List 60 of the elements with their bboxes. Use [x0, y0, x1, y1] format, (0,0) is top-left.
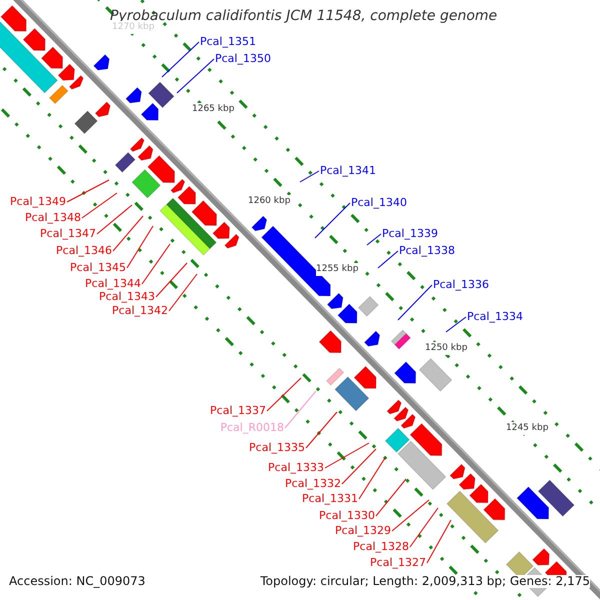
leader-line	[358, 458, 386, 500]
leader-line	[156, 262, 188, 298]
gene-label: Pcal_1329	[335, 524, 391, 537]
leader-line	[96, 204, 132, 234]
leader-line	[366, 234, 382, 246]
leader-line	[446, 316, 466, 332]
leader-line	[398, 284, 432, 320]
scale-label: 1250 kbp	[425, 342, 468, 355]
leader-line	[376, 478, 406, 516]
gene-label: Pcal_1342	[112, 304, 168, 317]
gene-label: Pcal_1348	[25, 211, 81, 224]
leader-line	[176, 58, 214, 94]
gene-label: Pcal_1351	[200, 35, 256, 48]
scale-label: 1260 kbp	[248, 195, 290, 208]
scale-label: 1255 kbp	[316, 263, 358, 276]
leader-line	[324, 442, 370, 468]
gene-label: Pcal_1344	[85, 277, 141, 290]
title: Pyrobaculum calidifontis JCM 11548, complete genome	[110, 10, 498, 23]
leader-line	[162, 42, 200, 78]
leader-line	[126, 226, 154, 268]
gene-label: Pcal_1330	[319, 509, 375, 522]
leader-line	[82, 192, 118, 218]
gene-label: Pcal_R0018	[220, 421, 284, 434]
gene-label: Pcal_1338	[399, 244, 455, 257]
leader-line	[142, 244, 170, 284]
leader-line	[112, 216, 144, 252]
gene-label: Pcal_1339	[382, 227, 438, 240]
leader-line	[266, 378, 302, 412]
gene-label: Pcal_1337	[210, 404, 266, 417]
gene-label: Pcal_1333	[268, 461, 324, 474]
gene-label: Pcal_1340	[351, 196, 407, 209]
leader-line	[342, 448, 376, 484]
gene-label: Pcal_1346	[56, 244, 112, 257]
leader-line	[306, 412, 338, 448]
leader-line	[168, 274, 198, 312]
gene-label: Pcal_1347	[40, 227, 96, 240]
gene-label: Pcal_1331	[302, 492, 358, 505]
leader-line	[314, 202, 350, 238]
genome-summary-text: Topology: circular; Length: 2,009,313 bp; Genes: 2,175	[260, 575, 590, 588]
gene-label: Pcal_1336	[433, 278, 489, 291]
leader-line	[378, 250, 398, 268]
gene-label: Pcal_1350	[215, 52, 271, 65]
scale-label: 1265 kbp	[192, 103, 234, 116]
gene-label: Pcal_1343	[99, 290, 155, 303]
leader-line	[66, 180, 110, 202]
gene-label: Pcal_1327	[370, 556, 426, 569]
gene-label: Pcal_1349	[10, 195, 66, 208]
gene-label: Pcal_1341	[320, 164, 376, 177]
gene-label: Pcal_1335	[249, 441, 305, 454]
accession-text: Accession: NC_009073	[9, 575, 146, 588]
gene-label: Pcal_1332	[285, 477, 341, 490]
leader-line	[426, 520, 452, 564]
gene-label: Pcal_1334	[467, 310, 523, 323]
leader-line	[392, 500, 430, 532]
leader-line	[410, 508, 438, 548]
gene-label: Pcal_1328	[353, 540, 409, 553]
scale-label: 1245 kbp	[506, 422, 548, 435]
leader-line	[300, 170, 320, 182]
gene-label: Pcal_1345	[70, 261, 126, 274]
leader-line	[284, 390, 316, 428]
